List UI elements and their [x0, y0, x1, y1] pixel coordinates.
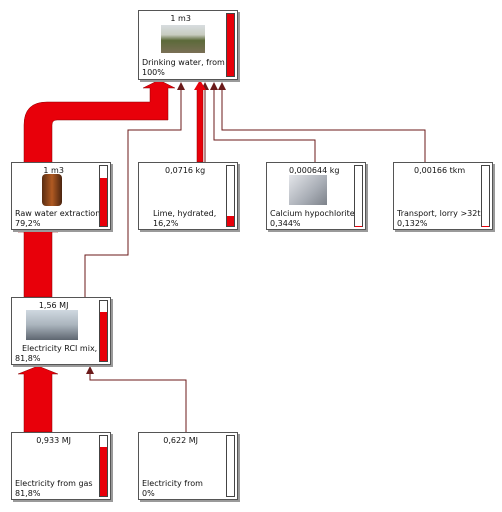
chemical-drums-photo-icon [289, 175, 327, 205]
power-plant-photo-icon [26, 310, 78, 340]
indicator-bar [226, 13, 235, 77]
node-label-line2: 81,8% [15, 489, 41, 498]
node-amount: 1,56 MJ [38, 301, 69, 310]
node-label-line1: Electricity RCI mix, [22, 344, 98, 353]
node-label-line1: Drinking water, from [142, 58, 225, 67]
indicator-bar [226, 165, 235, 227]
indicator-fill [227, 14, 234, 76]
indicator-bar [99, 300, 108, 362]
node-label-line2: 0% [142, 489, 155, 498]
node-amount: 1 m3 [43, 166, 64, 175]
flow-band-raw-water [23, 79, 176, 164]
node-label-line1: Electricity from [142, 479, 203, 488]
node-amount: 0,000644 kg [289, 166, 340, 175]
landscape-photo-icon [161, 25, 205, 53]
node-label-line1: Calcium hypochlorite, [270, 209, 358, 218]
flow-line-electricity-to-drinking [84, 85, 182, 298]
flow-line-other-electricity-to-mix [89, 370, 187, 432]
arrowhead-other-electricity [86, 366, 94, 374]
node-electricity-gas[interactable]: 0,933 MJ Electricity from gas 81,8% [11, 432, 111, 500]
flow-band-electricity-mix [17, 223, 59, 298]
indicator-bar [354, 165, 363, 227]
node-label-line2: 16,2% [153, 219, 179, 228]
flow-band-lime [196, 87, 204, 163]
indicator-fill [100, 178, 107, 226]
arrowhead-electricity [177, 82, 185, 90]
node-label-line1: Electricity from gas [15, 479, 93, 488]
node-transport[interactable]: 0,00166 tkm Transport, lorry >32t, 0,132… [393, 162, 493, 230]
arrowhead-transport [218, 82, 226, 90]
node-label-line1: Transport, lorry >32t, [397, 209, 484, 218]
node-raw-water[interactable]: 1 m3 Raw water extraction, 79,2% [11, 162, 111, 230]
node-drinking-water[interactable]: 1 m3 Drinking water, from 100% [138, 10, 238, 80]
indicator-bar [99, 165, 108, 227]
indicator-bar [481, 165, 490, 227]
node-label-line2: 100% [142, 68, 165, 77]
node-amount: 0,0716 kg [165, 166, 206, 175]
indicator-fill [227, 216, 234, 226]
arrowhead-calcium [210, 82, 218, 90]
indicator-fill [100, 311, 107, 361]
node-amount: 0,622 MJ [163, 436, 198, 445]
arrowhead-lime-band [194, 80, 206, 90]
node-electricity-other[interactable]: 0,622 MJ Electricity from 0% [138, 432, 238, 500]
node-lime[interactable]: 0,0716 kg Lime, hydrated, 16,2% [138, 162, 238, 230]
indicator-bar [99, 435, 108, 497]
node-label-line2: 81,8% [15, 354, 41, 363]
node-amount: 0,933 MJ [36, 436, 71, 445]
node-label-line1: Lime, hydrated, [153, 209, 217, 218]
indicator-fill [100, 446, 107, 496]
indicator-bar [226, 435, 235, 497]
node-label-line2: 0,344% [270, 219, 301, 228]
node-label-line2: 79,2% [15, 219, 41, 228]
flow-band-electricity-gas [17, 365, 59, 433]
node-amount: 0,00166 tkm [414, 166, 466, 175]
node-label-line2: 0,132% [397, 219, 428, 228]
water-pump-photo-icon [42, 174, 62, 206]
node-calcium-hypochlorite[interactable]: 0,000644 kg Calcium hypochlorite, 0,344% [266, 162, 366, 230]
node-electricity-mix[interactable]: 1,56 MJ Electricity RCI mix, 81,8% [11, 297, 111, 365]
node-label-line1: Raw water extraction, [15, 209, 103, 218]
node-amount: 1 m3 [170, 14, 191, 23]
flow-line-calcium-to-drinking [213, 85, 316, 162]
flow-line-transport-to-drinking [221, 85, 426, 162]
